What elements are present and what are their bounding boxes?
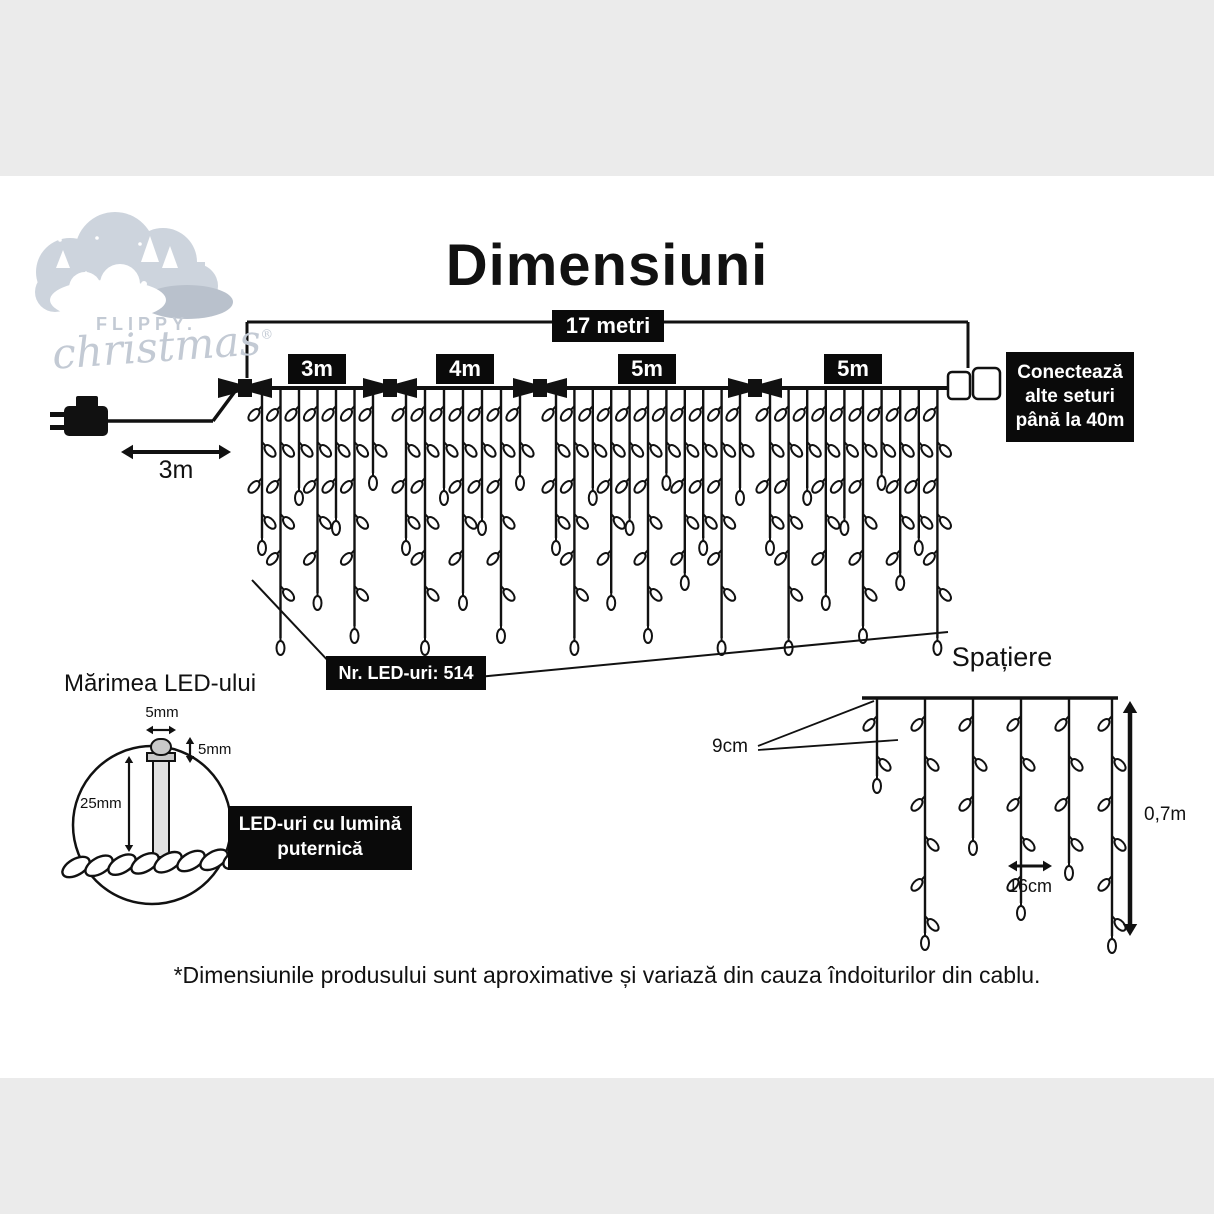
segment-label-3m: 3m (288, 354, 346, 384)
top-margin-band (0, 0, 1214, 176)
segment-label-4m: 4m (436, 354, 494, 384)
brand-name: FLIPPY. (96, 314, 198, 334)
icicle-lights (247, 388, 952, 656)
led-count-box: Nr. LED-uri: 514 (326, 656, 486, 690)
page-title: Dimensiuni (445, 233, 769, 298)
logo-scene (35, 212, 233, 320)
drop-length-label: 0,7m (1144, 804, 1187, 825)
power-plug-icon (50, 388, 238, 460)
drop-gap-label: 9cm (712, 736, 748, 757)
led-size-heading: Mărimea LED-ului (63, 670, 257, 697)
spacing-figure (757, 696, 1138, 954)
segment-label-5m-b: 5m (824, 354, 882, 384)
led-count-leader-lines (251, 579, 949, 678)
led-note-box: LED-uri cu lumină puternică (228, 806, 412, 870)
brand-reg-mark: ® (259, 327, 274, 344)
total-length-label: 17 metri (552, 310, 664, 342)
led-cap-width-label: 5mm (145, 704, 179, 721)
disclaimer-text: *Dimensiunile produsului sunt aproximati… (173, 962, 1041, 988)
spacing-heading: Spațiere (951, 642, 1053, 672)
segment-label-5m-a: 5m (618, 354, 676, 384)
led-size-figure (61, 725, 252, 906)
bottom-margin-band (0, 1078, 1214, 1214)
end-connector-icon (946, 366, 1002, 401)
led-cap-height-label: 5mm (198, 741, 232, 758)
lead-length-label: 3m (158, 456, 194, 484)
led-body-height-label: 25mm (80, 795, 122, 812)
bulb-gap-label: 16cm (1007, 876, 1052, 896)
connector-note-box: Conectează alte seturi până la 40m (1006, 352, 1134, 442)
